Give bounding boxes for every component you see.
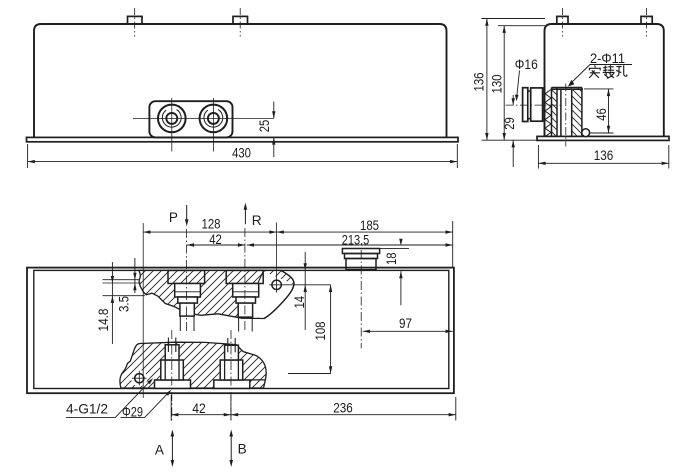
svg-text:42: 42 — [209, 232, 222, 247]
svg-text:430: 430 — [232, 146, 251, 161]
svg-text:3.5: 3.5 — [116, 296, 131, 312]
svg-text:14: 14 — [292, 296, 307, 309]
svg-text:97: 97 — [399, 316, 412, 331]
svg-text:42: 42 — [192, 401, 206, 416]
svg-text:25: 25 — [257, 120, 272, 133]
svg-text:B: B — [238, 442, 247, 457]
svg-text:14.8: 14.8 — [96, 309, 111, 332]
svg-text:136: 136 — [472, 73, 487, 92]
svg-text:Φ16: Φ16 — [515, 57, 538, 72]
svg-text:P: P — [169, 210, 178, 225]
svg-text:136: 136 — [594, 148, 614, 163]
svg-text:236: 236 — [333, 400, 353, 415]
svg-text:Φ29: Φ29 — [122, 405, 143, 420]
svg-text:29: 29 — [502, 117, 517, 130]
svg-text:4-G1/2: 4-G1/2 — [66, 402, 108, 417]
svg-text:130: 130 — [490, 74, 505, 93]
svg-text:A: A — [155, 443, 165, 458]
svg-text:185: 185 — [360, 218, 379, 233]
svg-text:18: 18 — [384, 253, 399, 266]
svg-text:46: 46 — [594, 108, 609, 121]
svg-text:213.5: 213.5 — [342, 232, 370, 247]
svg-text:2-Φ11: 2-Φ11 — [590, 51, 625, 66]
svg-text:108: 108 — [313, 322, 328, 341]
svg-text:128: 128 — [202, 217, 221, 232]
svg-text:R: R — [252, 213, 262, 228]
